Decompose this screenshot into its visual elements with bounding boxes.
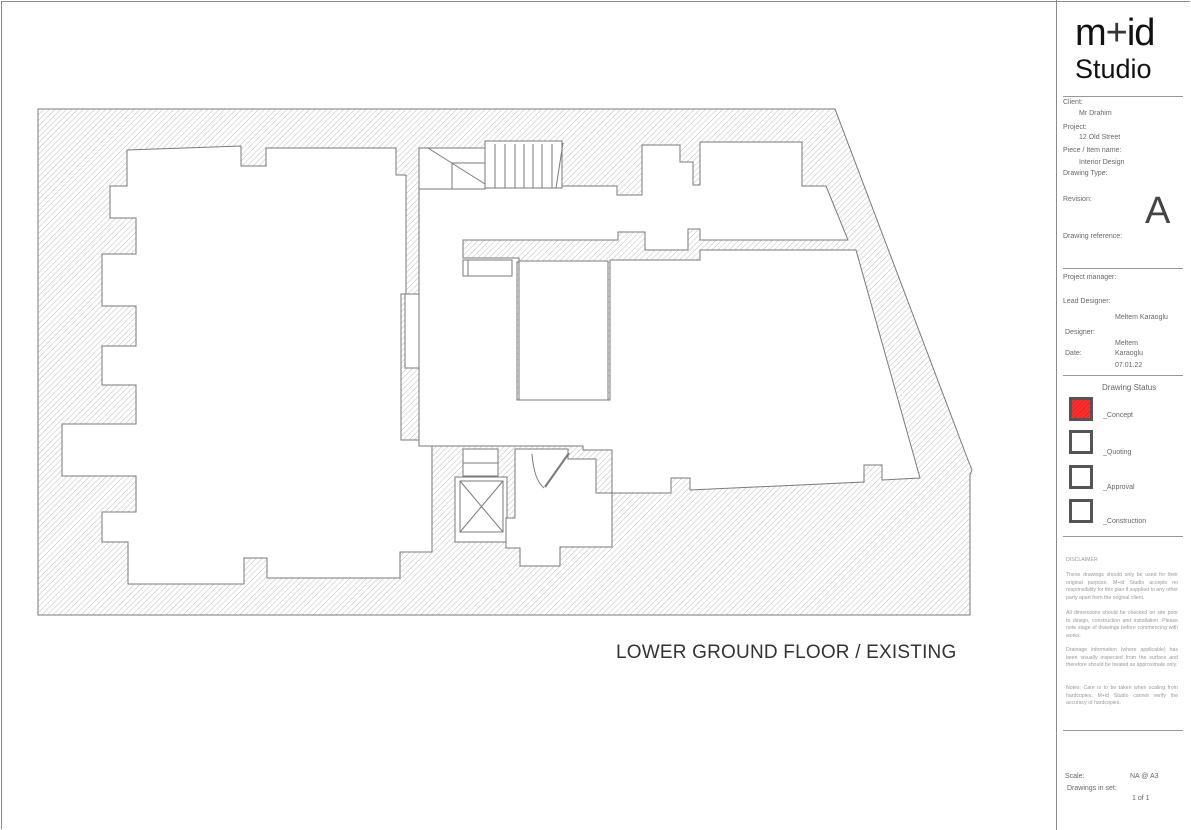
studio-logo: m+id xyxy=(1075,12,1155,54)
floor-plan xyxy=(37,108,973,616)
drawing-type-label: Drawing Type: xyxy=(1063,170,1108,177)
project-value: 12 Old Street xyxy=(1079,134,1121,141)
status-concept-checkbox[interactable] xyxy=(1069,397,1093,421)
scale-label: Scale: xyxy=(1065,773,1085,780)
drawings-in-set-value: 1 of 1 xyxy=(1132,795,1150,802)
designer-value-line2: Karaoglu xyxy=(1115,350,1144,357)
status-quoting-label: _Quoting xyxy=(1103,449,1132,456)
wc-room xyxy=(505,448,613,567)
status-approval-label: _Approval xyxy=(1103,484,1135,491)
divider xyxy=(1063,96,1183,97)
designer-label: Designer: xyxy=(1065,329,1095,336)
piece-value: Interior Design xyxy=(1079,159,1125,166)
client-value: Mr Drahim xyxy=(1079,110,1112,117)
disclaimer-paragraph: These drawings should only be used for t… xyxy=(1066,572,1178,601)
date-value: 07.01.22 xyxy=(1115,362,1143,369)
disclaimer-paragraph: Drainage information (where applicable) … xyxy=(1066,647,1178,669)
piece-label: Piece / Item name: xyxy=(1063,147,1122,154)
status-concept-label: _Concept xyxy=(1103,412,1133,419)
project-label: Project: xyxy=(1063,124,1087,131)
divider xyxy=(1063,375,1183,376)
room-main-left xyxy=(61,145,433,585)
staircase xyxy=(418,140,564,190)
drawing-title: LOWER GROUND FLOOR / EXISTING xyxy=(616,642,957,663)
lead-designer-value: Meltem Karaoglu xyxy=(1115,314,1168,321)
cupboard xyxy=(462,259,513,277)
studio-logo-subtitle: Studio xyxy=(1075,54,1152,84)
status-quoting-checkbox[interactable] xyxy=(1069,430,1093,454)
inner-room xyxy=(518,260,609,401)
status-approval-checkbox[interactable] xyxy=(1069,465,1093,489)
window-strip xyxy=(404,293,420,369)
drawings-in-set-label: Drawings in set: xyxy=(1067,785,1117,792)
lead-designer-label: Lead Designer: xyxy=(1063,298,1111,305)
project-manager-label: Project manager: xyxy=(1063,274,1117,281)
scale-value: NA @ A3 xyxy=(1130,773,1159,780)
disclaimer-paragraph: Notes: Care is to be taken when scaling … xyxy=(1066,685,1178,707)
drawing-reference-label: Drawing reference: xyxy=(1063,233,1123,240)
door-swing xyxy=(531,453,545,489)
date-label: Date: xyxy=(1065,350,1082,357)
title-block: m+id Studio Client: Mr Drahim Project: 1… xyxy=(1057,0,1191,830)
revision-value: A xyxy=(1145,190,1171,232)
divider xyxy=(1063,536,1183,537)
divider xyxy=(1063,268,1183,269)
designer-value-line1: Meltem xyxy=(1115,340,1138,347)
disclaimer-heading: DISCLAIMER xyxy=(1066,557,1098,563)
lift-shaft xyxy=(454,448,508,543)
title-block-divider xyxy=(1056,0,1057,830)
divider xyxy=(1063,730,1183,731)
client-label: Client: xyxy=(1063,99,1083,106)
drawing-status-title: Drawing Status xyxy=(1102,383,1157,392)
status-construction-label: _Construction xyxy=(1103,518,1147,525)
hall xyxy=(418,140,921,494)
status-construction-checkbox[interactable] xyxy=(1069,499,1093,523)
revision-label: Revision: xyxy=(1063,196,1092,203)
disclaimer-paragraph: All dimensions should be checked on site… xyxy=(1066,610,1178,639)
